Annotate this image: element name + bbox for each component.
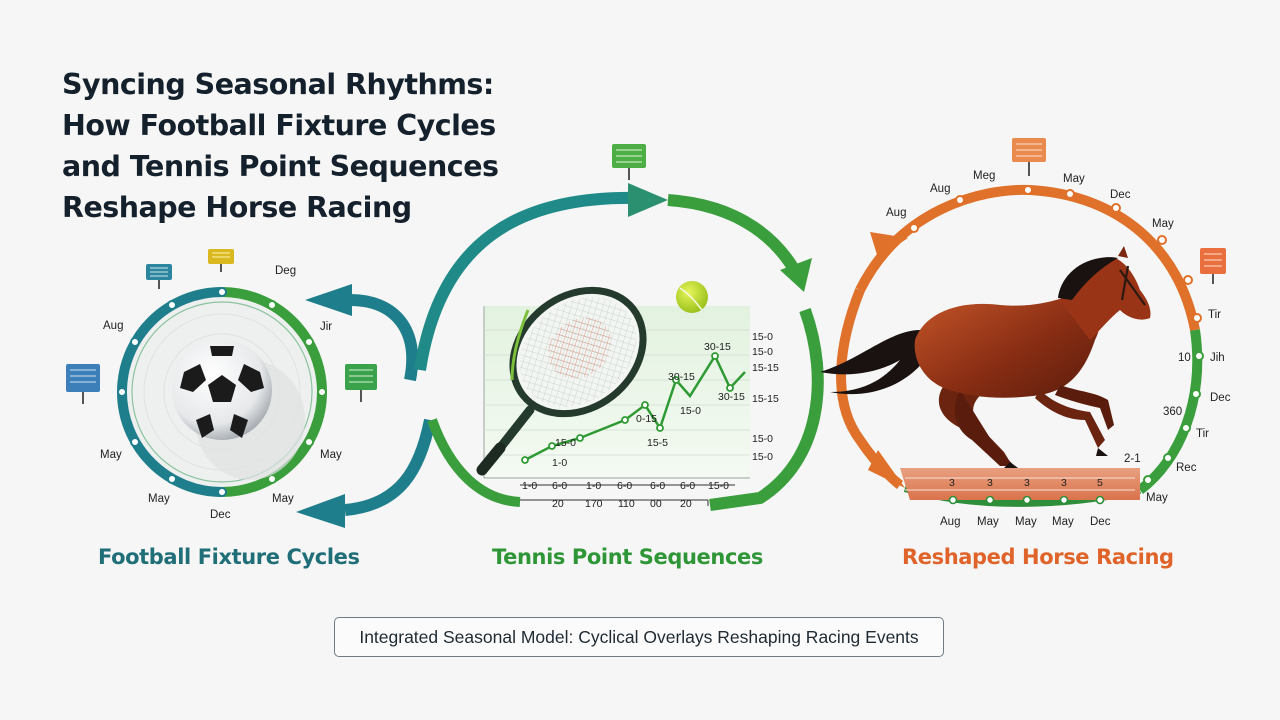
- racing-label-2-1: 2-1: [1124, 453, 1141, 465]
- racing-ring-nodes: [909, 185, 1204, 485]
- caption-box: Integrated Seasonal Model: Cyclical Over…: [334, 617, 944, 657]
- racing-label-may-right: May: [1152, 218, 1174, 230]
- tennis-x-label: 6-0: [617, 480, 632, 492]
- tennis-x-label: 6-0: [680, 480, 695, 492]
- arrow-teal-upper: [349, 294, 419, 382]
- tennis-racket: [476, 286, 647, 476]
- tennis-score-label: 15-0: [555, 437, 576, 449]
- tennis-x-label: 6-0: [552, 480, 567, 492]
- tennis-x-label: 00: [650, 498, 662, 510]
- title-line-1: Syncing Seasonal Rhythms:: [62, 68, 494, 101]
- tennis-point-line: [524, 353, 746, 462]
- title-line-2: How Football Fixture Cycles: [62, 109, 496, 142]
- racing-track-label: 3: [1061, 477, 1067, 489]
- tennis-score-label: 30-15: [668, 371, 695, 383]
- tennis-x-label: 20: [552, 498, 564, 510]
- tennis-ball-seam: [679, 287, 703, 311]
- stadium-light-icon: [1200, 248, 1226, 284]
- racing-label-bottom-dec: Dec: [1090, 516, 1111, 528]
- football-label-deg: Deg: [275, 265, 296, 277]
- tennis-right-label: 15-0: [752, 451, 773, 463]
- tennis-right-label: 15-0: [752, 346, 773, 358]
- racing-track-label: 3: [1024, 477, 1030, 489]
- racing-label-tir-bottom: Tir: [1196, 428, 1209, 440]
- tennis-x-label: 1-0: [522, 480, 537, 492]
- arrow-teal-lower: [344, 418, 436, 516]
- football-label-jir: Jir: [320, 321, 332, 333]
- football-label-aug: Aug: [103, 320, 123, 332]
- football-ring-nodes: [117, 287, 327, 497]
- arrow-tennis-loop-head: [628, 183, 668, 217]
- racing-label-bottom-may: May: [1015, 516, 1037, 528]
- tennis-x-label: 6-0: [650, 480, 665, 492]
- stadium-light-icon: [146, 264, 172, 289]
- section-label-tennis: Tennis Point Sequences: [492, 545, 763, 569]
- tennis-score-label: 15-0: [680, 405, 701, 417]
- page-title: Syncing Seasonal Rhythms: How Football F…: [62, 64, 532, 228]
- tennis-x-label: 170: [585, 498, 603, 510]
- tennis-right-label: 15-15: [752, 362, 779, 374]
- horse-image: [820, 246, 1151, 468]
- stadium-light-icon: [66, 364, 100, 404]
- arrow-teal-upper-head: [305, 284, 352, 316]
- tennis-x-label: 15-0: [708, 480, 729, 492]
- racing-track-label: 3: [949, 477, 955, 489]
- tennis-right-label: 15-0: [752, 433, 773, 445]
- section-label-racing: Reshaped Horse Racing: [902, 545, 1174, 569]
- racing-label-bottom-may: May: [977, 516, 999, 528]
- racing-label-dec-top: Dec: [1110, 189, 1131, 201]
- tennis-x-label: 110: [618, 498, 635, 510]
- arrow-teal-lower-head: [296, 494, 345, 528]
- football-ball: [172, 340, 305, 480]
- racing-label-rec: Rec: [1176, 462, 1197, 474]
- racing-label-meg: Meg: [973, 170, 995, 182]
- title-line-3: and Tennis Point Sequences: [62, 150, 499, 183]
- arrow-tennis-loop-lower: [709, 307, 824, 511]
- racing-label-tir-top: Tir: [1208, 309, 1221, 321]
- arrow-tennis-loop-teal: [414, 191, 641, 371]
- tennis-score-label: 0-15: [636, 413, 657, 425]
- racing-label-aug-top: Aug: [930, 183, 950, 195]
- tennis-score-label: 30-15: [704, 341, 731, 353]
- racing-label-bottom-aug: Aug: [940, 516, 960, 528]
- football-label-may-left: May: [100, 449, 122, 461]
- race-track: [900, 468, 1140, 505]
- tennis-score-label: 1-0: [552, 457, 567, 469]
- racing-label-jih: Jih: [1210, 352, 1225, 364]
- title-line-4: Reshape Horse Racing: [62, 191, 412, 224]
- section-label-football: Football Fixture Cycles: [98, 545, 360, 569]
- stadium-light-icon: [208, 249, 234, 272]
- arrow-tennis-loop-green: [667, 194, 806, 283]
- racing-label-may-bottom: May: [1146, 492, 1168, 504]
- racing-label-bottom-may: May: [1052, 516, 1074, 528]
- football-label-dec: Dec: [210, 509, 231, 521]
- tennis-x-label: 20: [680, 498, 692, 510]
- tennis-x-axis: [520, 484, 735, 506]
- racing-label-ten: 10: [1178, 352, 1191, 364]
- football-label-may-bottom-left: May: [148, 493, 170, 505]
- tennis-score-label: 15-5: [647, 437, 668, 449]
- racing-label-may-top: May: [1063, 173, 1085, 185]
- racing-track-label: 3: [987, 477, 993, 489]
- racing-label-360: 360: [1163, 406, 1182, 418]
- tennis-right-label: 15-15: [752, 393, 779, 405]
- stadium-light-icon: [612, 144, 646, 180]
- tennis-score-label: 30-15: [718, 391, 745, 403]
- football-label-may-right: May: [320, 449, 342, 461]
- caption-text: Integrated Seasonal Model: Cyclical Over…: [359, 626, 919, 647]
- racing-track-label: 5: [1097, 477, 1103, 489]
- arrow-tennis-loop-bottom-left: [427, 418, 521, 507]
- tennis-right-label: 15-0: [752, 331, 773, 343]
- racing-label-aug-left: Aug: [886, 207, 906, 219]
- stadium-light-icon: [345, 364, 377, 402]
- arrow-tennis-green-head: [780, 258, 812, 292]
- tennis-x-label: 1-0: [586, 480, 601, 492]
- football-label-may-bottom-right: May: [272, 493, 294, 505]
- stadium-light-icon: [1012, 138, 1046, 176]
- racing-label-dec-right: Dec: [1210, 392, 1231, 404]
